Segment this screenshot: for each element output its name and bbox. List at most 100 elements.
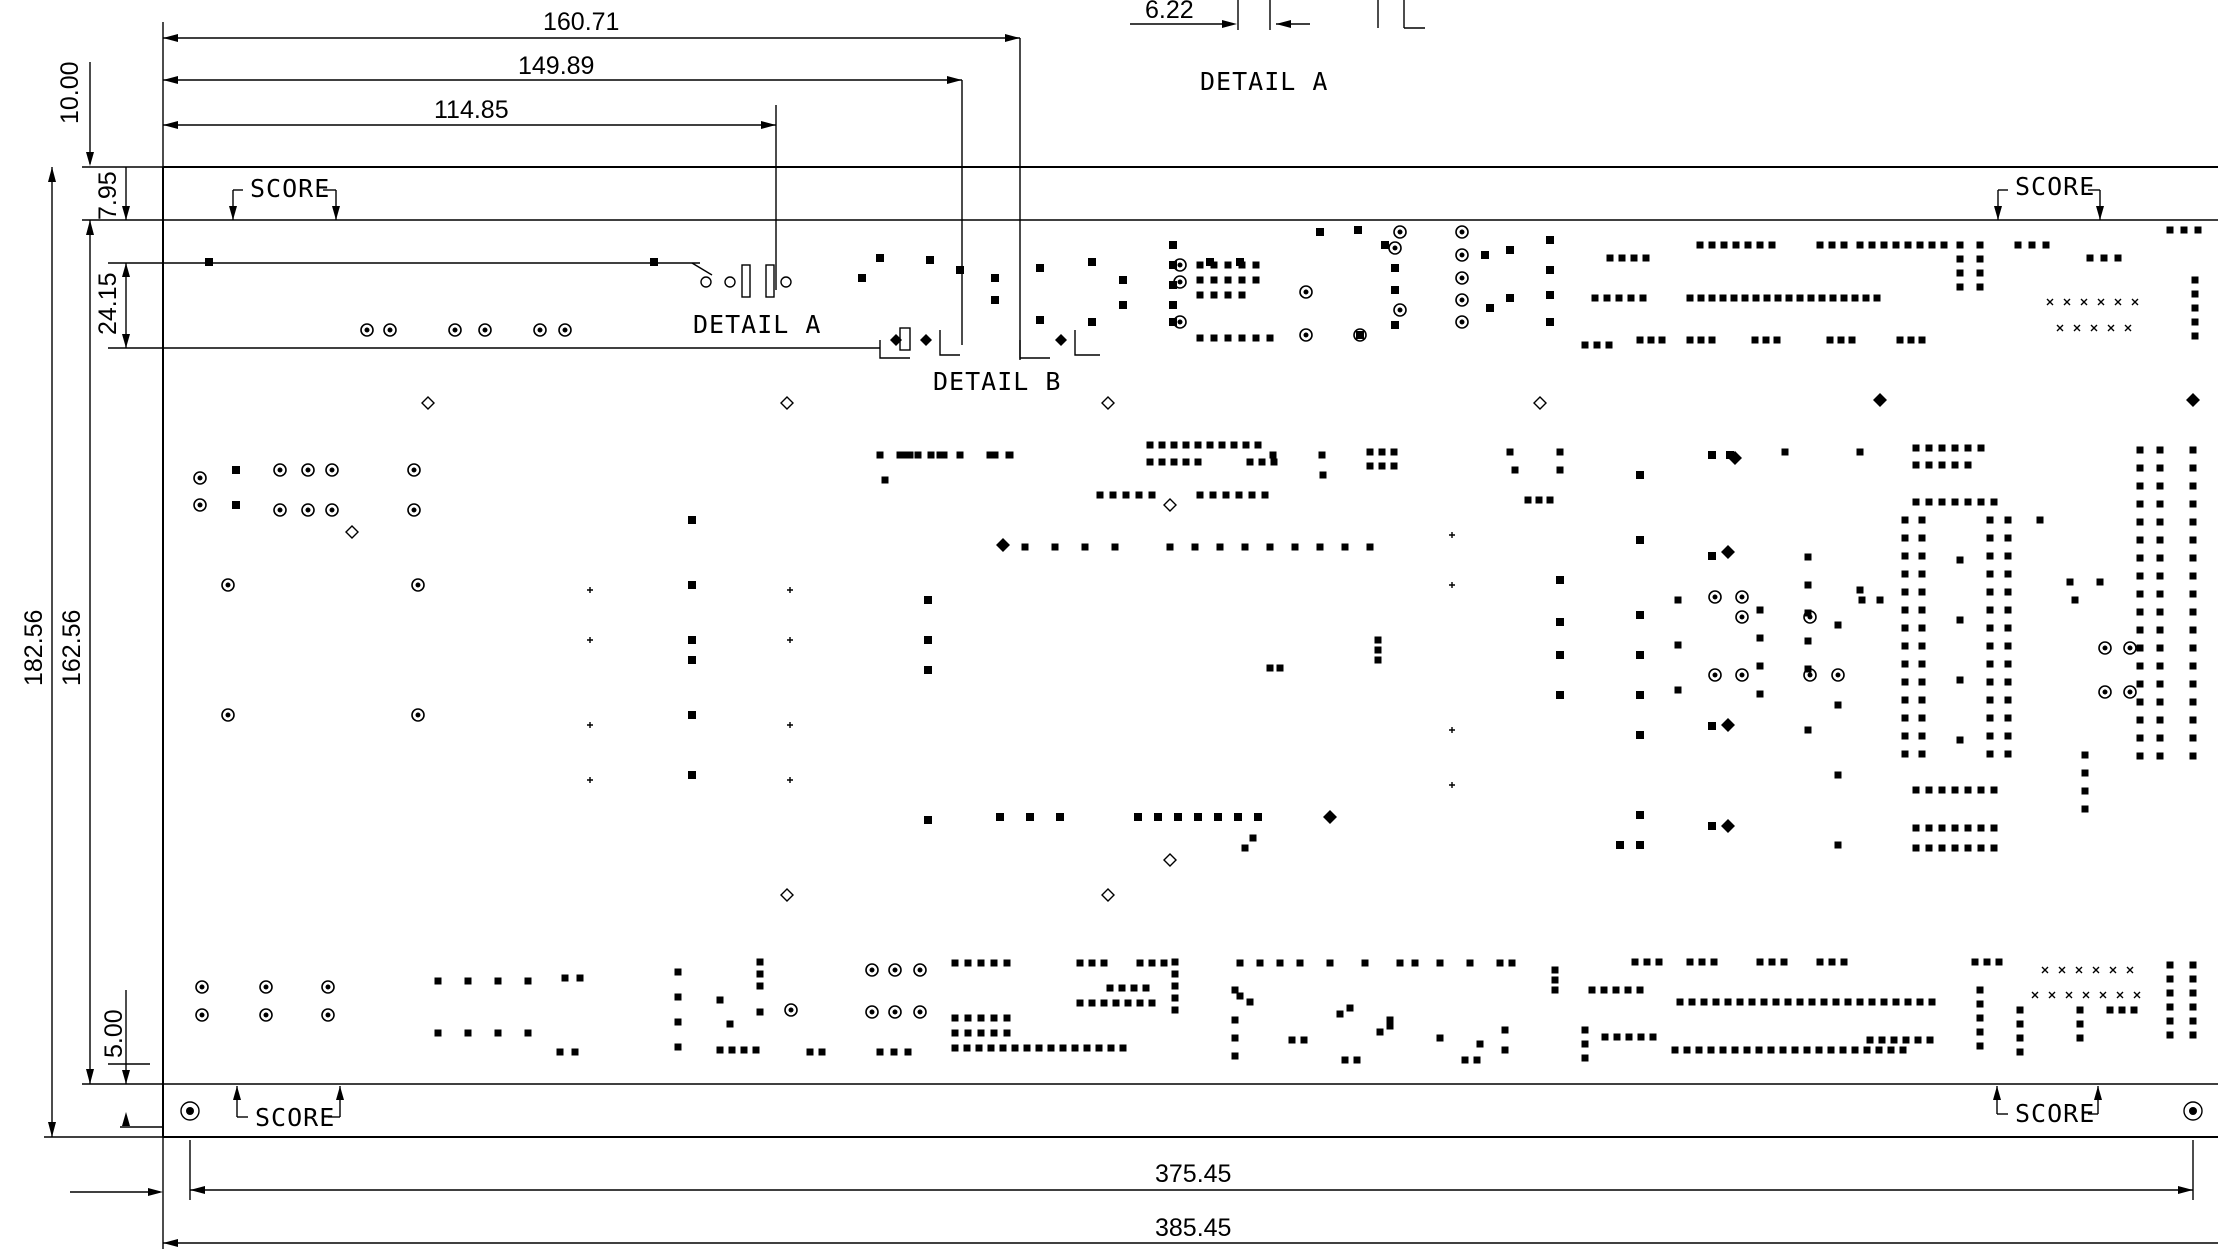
pad xyxy=(1901,732,1909,740)
pad xyxy=(1956,283,1964,291)
pad xyxy=(1834,621,1842,629)
pad xyxy=(2156,716,2164,724)
via-dot xyxy=(2102,689,2108,695)
pad xyxy=(924,816,932,824)
via-ring xyxy=(913,1005,927,1019)
pad xyxy=(1686,336,1694,344)
pad xyxy=(1148,999,1156,1007)
via-ring xyxy=(1455,225,1469,239)
pad xyxy=(1130,984,1138,992)
via-dot xyxy=(2127,645,2133,651)
pad xyxy=(494,1029,502,1037)
pad xyxy=(1796,998,1804,1006)
pad xyxy=(1671,1046,1679,1054)
pad xyxy=(1804,665,1812,673)
pad xyxy=(956,266,964,274)
pad xyxy=(1647,336,1655,344)
pad xyxy=(1916,241,1924,249)
pad xyxy=(1241,543,1249,551)
pad xyxy=(1636,336,1644,344)
pad xyxy=(990,1029,998,1037)
via-dot xyxy=(411,507,417,513)
pad xyxy=(1807,294,1815,302)
pad xyxy=(1300,1036,1308,1044)
pad xyxy=(524,1029,532,1037)
pad xyxy=(1912,824,1920,832)
pad xyxy=(1003,959,1011,967)
pad xyxy=(951,959,959,967)
pad xyxy=(1135,491,1143,499)
pad xyxy=(728,1046,736,1054)
marker-x xyxy=(2041,966,2049,974)
pad xyxy=(1124,999,1132,1007)
via-ring xyxy=(1708,590,1722,604)
pad xyxy=(2189,975,2197,983)
marker-cross xyxy=(1449,532,1455,538)
pad xyxy=(1914,1036,1922,1044)
pad xyxy=(1925,786,1933,794)
pad xyxy=(1940,241,1948,249)
fiducial-diamond xyxy=(996,538,1010,552)
pad xyxy=(1556,651,1564,659)
left-dimensions xyxy=(44,62,880,1196)
pad xyxy=(716,996,724,1004)
marker-x xyxy=(2056,324,2064,332)
pad xyxy=(1951,844,1959,852)
via-dot xyxy=(305,507,311,513)
score-marker-top-left xyxy=(229,189,340,220)
pad xyxy=(1316,543,1324,551)
pad xyxy=(896,451,904,459)
pad xyxy=(1840,241,1848,249)
pad xyxy=(1051,543,1059,551)
pad xyxy=(1818,294,1826,302)
pad xyxy=(1840,958,1848,966)
pad xyxy=(1391,321,1399,329)
pad xyxy=(1083,1044,1091,1052)
pad xyxy=(1892,998,1900,1006)
pad xyxy=(876,1048,884,1056)
pad xyxy=(1804,637,1812,645)
pad xyxy=(1023,1044,1031,1052)
pad xyxy=(2191,304,2199,312)
pad xyxy=(1230,441,1238,449)
pad xyxy=(1071,1044,1079,1052)
pad xyxy=(1956,255,1964,263)
pad xyxy=(818,1048,826,1056)
pad xyxy=(1246,458,1254,466)
dim-7-95: 7.95 xyxy=(94,171,122,220)
pad xyxy=(1875,1046,1883,1054)
pad xyxy=(2156,626,2164,634)
pad xyxy=(1762,336,1770,344)
pad xyxy=(1170,441,1178,449)
pad xyxy=(1938,824,1946,832)
pad xyxy=(1964,461,1972,469)
pad xyxy=(1591,294,1599,302)
pad xyxy=(1829,294,1837,302)
via-ring xyxy=(1455,248,1469,262)
marker-x xyxy=(2114,298,2122,306)
pad xyxy=(1928,241,1936,249)
pad xyxy=(2189,752,2197,760)
via-ring xyxy=(259,1008,273,1022)
pad xyxy=(1551,976,1559,984)
via-dot xyxy=(1177,279,1183,285)
score-label-bottom-left: SCORE xyxy=(255,1103,335,1132)
pad xyxy=(1581,1040,1589,1048)
pad xyxy=(2136,536,2144,544)
pad xyxy=(1546,291,1554,299)
via-ring xyxy=(407,503,421,517)
pad xyxy=(1708,552,1716,560)
pad xyxy=(2076,1034,2084,1042)
pad xyxy=(1556,618,1564,626)
pad xyxy=(2106,1006,2114,1014)
via-ring xyxy=(325,503,339,517)
pad xyxy=(1851,1046,1859,1054)
pad xyxy=(576,974,584,982)
via-ring xyxy=(2098,685,2112,699)
fiducial-diamond xyxy=(1721,718,1735,732)
pad xyxy=(1986,660,1994,668)
pad xyxy=(1081,543,1089,551)
pad xyxy=(1828,241,1836,249)
via-dot xyxy=(869,967,875,973)
pad xyxy=(2136,680,2144,688)
